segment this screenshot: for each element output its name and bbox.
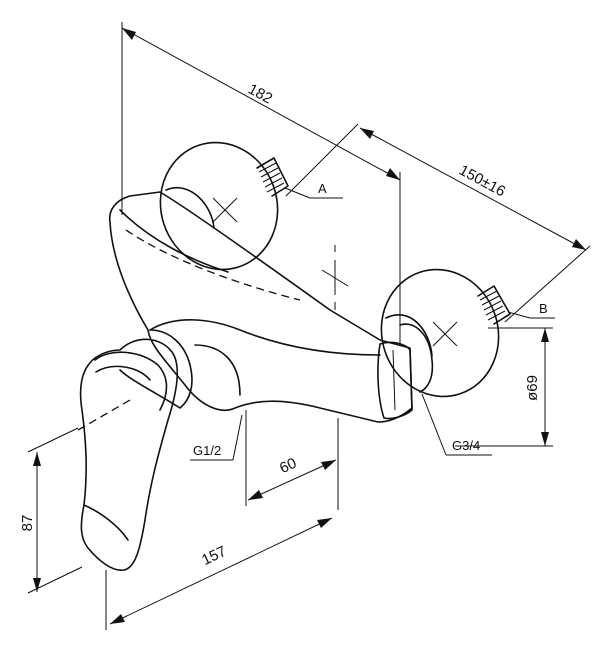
dimension-150: 150±16 [285, 123, 591, 323]
dimension-diameter: ø69 [455, 327, 553, 447]
callout-a-label: A [318, 181, 327, 196]
dim-diameter-label: ø69 [524, 375, 541, 401]
dim-150-label: 150±16 [456, 162, 508, 201]
dimension-60: 60 [245, 410, 339, 510]
callout-g12: G1/2 [190, 414, 243, 461]
front-escutcheon [380, 268, 500, 398]
dimension-157: 157 [105, 517, 333, 630]
front-thread-connector [477, 285, 511, 325]
callout-g34: G3/4 [421, 393, 492, 456]
callout-b-label: B [539, 301, 548, 316]
dimension-87: 87 [19, 427, 83, 594]
rear-escutcheon [159, 141, 279, 271]
callout-g34-label: G3/4 [452, 438, 480, 453]
rear-thread-connector [256, 157, 289, 197]
callout-a: A [284, 181, 343, 199]
lever-handle [77, 329, 193, 571]
callout-g12-label: G1/2 [193, 443, 221, 458]
dim-87-label: 87 [19, 515, 36, 532]
mixer-body [108, 191, 413, 423]
dim-182-label: 182 [245, 81, 275, 108]
dim-157-label: 157 [199, 543, 229, 569]
dim-60-label: 60 [277, 455, 299, 477]
callout-b: B [507, 301, 555, 319]
